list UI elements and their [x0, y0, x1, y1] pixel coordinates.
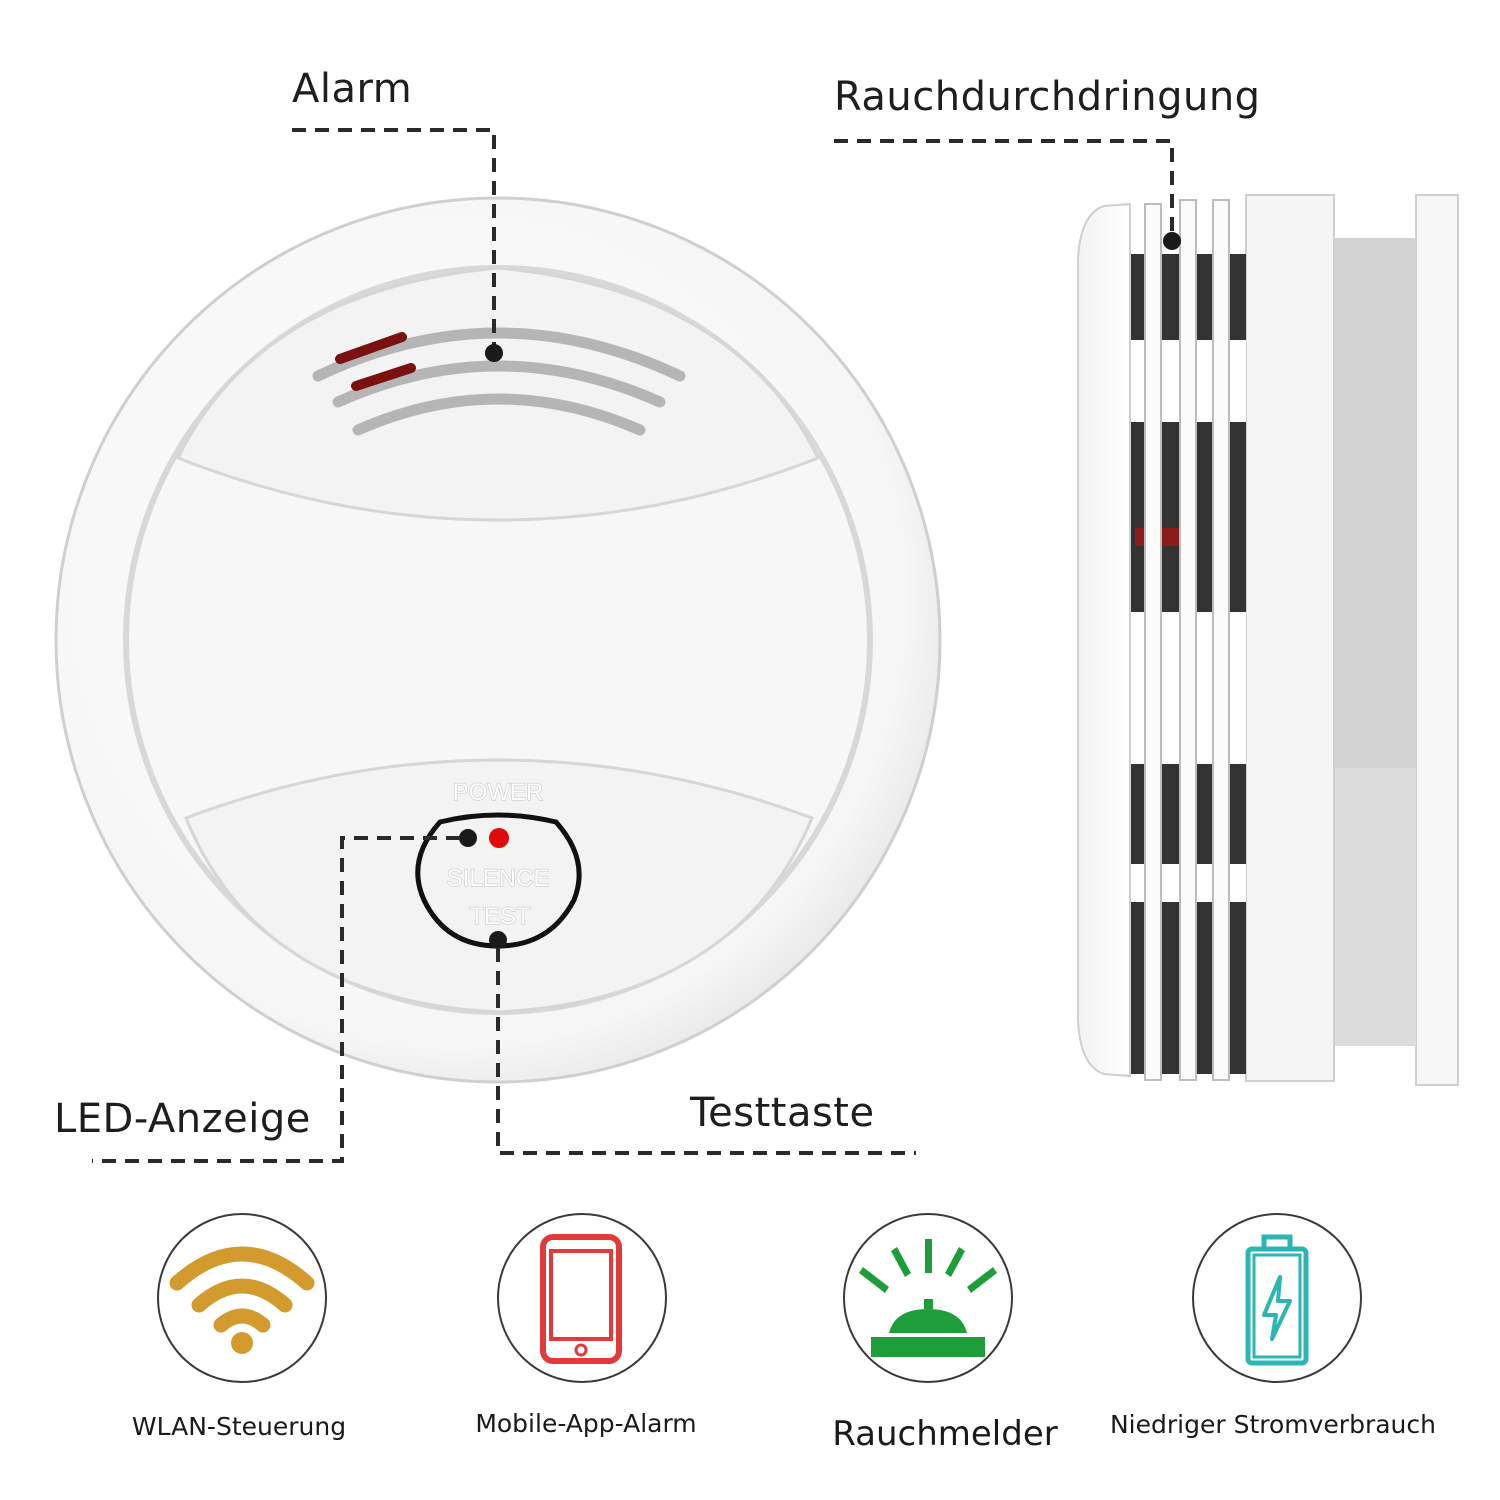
alarm-callout-dot [485, 344, 503, 362]
mounting-plate [1415, 194, 1459, 1086]
feature-wifi-label: WLAN-Steuerung [131, 1412, 347, 1441]
callout-alarm: Alarm [292, 66, 413, 112]
feature-smoke-circle [843, 1213, 1013, 1383]
feature-wifi-circle [157, 1213, 327, 1383]
silence-test-button[interactable] [415, 812, 582, 949]
power-led [489, 828, 509, 848]
front-cover-side [1077, 202, 1131, 1078]
test-point-dot [489, 931, 507, 949]
led-indicator-dot [459, 829, 477, 847]
smoke-detector-front-view: POWER SILENCE TEST [54, 128, 942, 1163]
smoke-entry-louvers [1144, 199, 1230, 1081]
callout-test-button: Testtaste [690, 1090, 875, 1136]
smoke-entry-callout-dot [1163, 232, 1181, 250]
wifi-icon [169, 1246, 315, 1354]
feature-smoke-label: Rauchmelder [832, 1414, 1058, 1454]
callout-led: LED-Anzeige [54, 1096, 311, 1142]
test-callout-line [496, 948, 916, 1155]
feature-battery-label: Niedriger Stromverbrauch [1109, 1410, 1436, 1439]
power-label: POWER [453, 779, 544, 806]
feature-battery-circle [1192, 1213, 1362, 1383]
feature-mobile-label: Mobile-App-Alarm [475, 1409, 697, 1438]
test-label: TEST [469, 903, 531, 930]
feature-mobile-circle [497, 1213, 667, 1383]
alarm-callout-line [292, 128, 496, 352]
base-ring [1245, 194, 1335, 1082]
led-callout-line [92, 836, 460, 1163]
battery-charging-icon [1245, 1234, 1309, 1366]
callout-smoke-entry: Rauchdurchdringung [834, 74, 1261, 120]
silence-label: SILENCE [447, 865, 550, 892]
smartphone-icon [540, 1234, 622, 1364]
alarm-vent-slots [312, 327, 686, 436]
smoke-entry-callout-line [834, 139, 1174, 240]
alarm-light-icon [859, 1239, 997, 1357]
smoke-detector-side-view [834, 139, 1459, 1086]
detector-bottom-cap [184, 758, 814, 1014]
